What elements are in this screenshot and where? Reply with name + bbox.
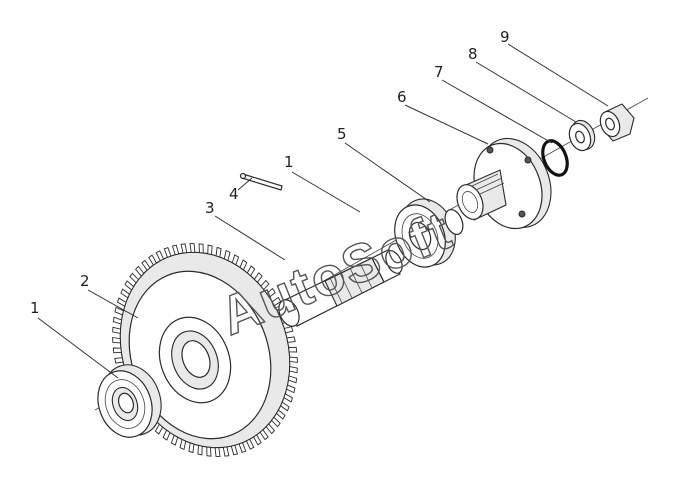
gear-tooth (231, 254, 240, 266)
gear-tooth (112, 326, 121, 334)
gear-tooth (283, 393, 294, 403)
gear-tooth (238, 442, 247, 453)
gear-teeth (112, 243, 298, 457)
upper-bearing-part (394, 198, 464, 268)
gear-tooth (114, 306, 124, 316)
castle-nut-part (599, 103, 635, 142)
gear-tooth (114, 357, 124, 364)
gear-tooth (230, 444, 239, 456)
washer-part (568, 119, 596, 152)
splined-shaft-part (278, 249, 403, 327)
gear-tooth (180, 243, 188, 254)
gear-tooth (288, 375, 298, 384)
gear-tooth (222, 446, 230, 457)
callout-6-flange: 6 (397, 88, 407, 106)
callout-1-bearing: 1 (30, 299, 40, 317)
gear-tooth (288, 346, 298, 353)
gear-tooth (120, 288, 130, 299)
gear-tooth (189, 243, 196, 253)
gear-tooth (253, 434, 262, 446)
gear-tooth (198, 243, 204, 254)
gear-tooth (170, 434, 179, 446)
gear-tooth (154, 423, 164, 435)
gear-tooth (162, 429, 171, 441)
gear-tooth (148, 254, 157, 266)
gear-tooth (271, 416, 281, 428)
gear-tooth (197, 444, 203, 456)
gear-tooth (188, 442, 195, 454)
gear-tooth (245, 438, 255, 450)
callout-5-bearing: 5 (337, 125, 347, 143)
gear-tooth (155, 250, 165, 262)
gear-tooth (124, 280, 135, 291)
gear-tooth (239, 259, 248, 271)
gear-tooth (283, 326, 294, 334)
callout-4-key: 4 (229, 185, 239, 203)
gear-tooth (280, 401, 290, 412)
gear-tooth (246, 265, 256, 277)
gear-tooth (112, 347, 122, 354)
gear-tooth (289, 356, 298, 363)
gear-tooth (223, 249, 231, 262)
gear-tooth (129, 272, 139, 284)
gear-tooth (260, 279, 270, 291)
flange-hub-part (456, 137, 552, 230)
gear-tooth (171, 244, 180, 256)
callout-3-shaft: 3 (205, 199, 215, 217)
gear-tooth (259, 429, 269, 441)
callout-7-ring: 7 (434, 63, 444, 81)
leader-lines (37, 43, 609, 379)
gear-tooth (116, 297, 127, 307)
gear-tooth (289, 366, 298, 374)
gear-tooth (207, 244, 213, 256)
callout-2-gear: 2 (80, 272, 90, 290)
gear-tooth (286, 336, 296, 343)
callout-8-washer: 8 (468, 45, 478, 63)
key-pin-part (239, 172, 283, 191)
gear-tooth (215, 246, 222, 258)
gear-tooth (112, 316, 122, 325)
gear-tooth (214, 447, 221, 457)
gear-tooth (179, 438, 187, 451)
callout-9-nut: 9 (500, 28, 510, 46)
lower-ball-bearing-part (97, 364, 162, 438)
gear-tooth (135, 265, 145, 277)
gear-tooth (266, 287, 276, 298)
gear-tooth (112, 337, 121, 344)
gear-tooth (275, 409, 286, 420)
gear-tooth (253, 272, 263, 283)
gear-tooth (286, 384, 296, 394)
callout-1-upper: 1 (284, 153, 294, 171)
gear-tooth (163, 247, 172, 258)
gear-tooth (206, 446, 212, 457)
gear-tooth (265, 423, 275, 435)
gear-tooth (141, 259, 151, 271)
